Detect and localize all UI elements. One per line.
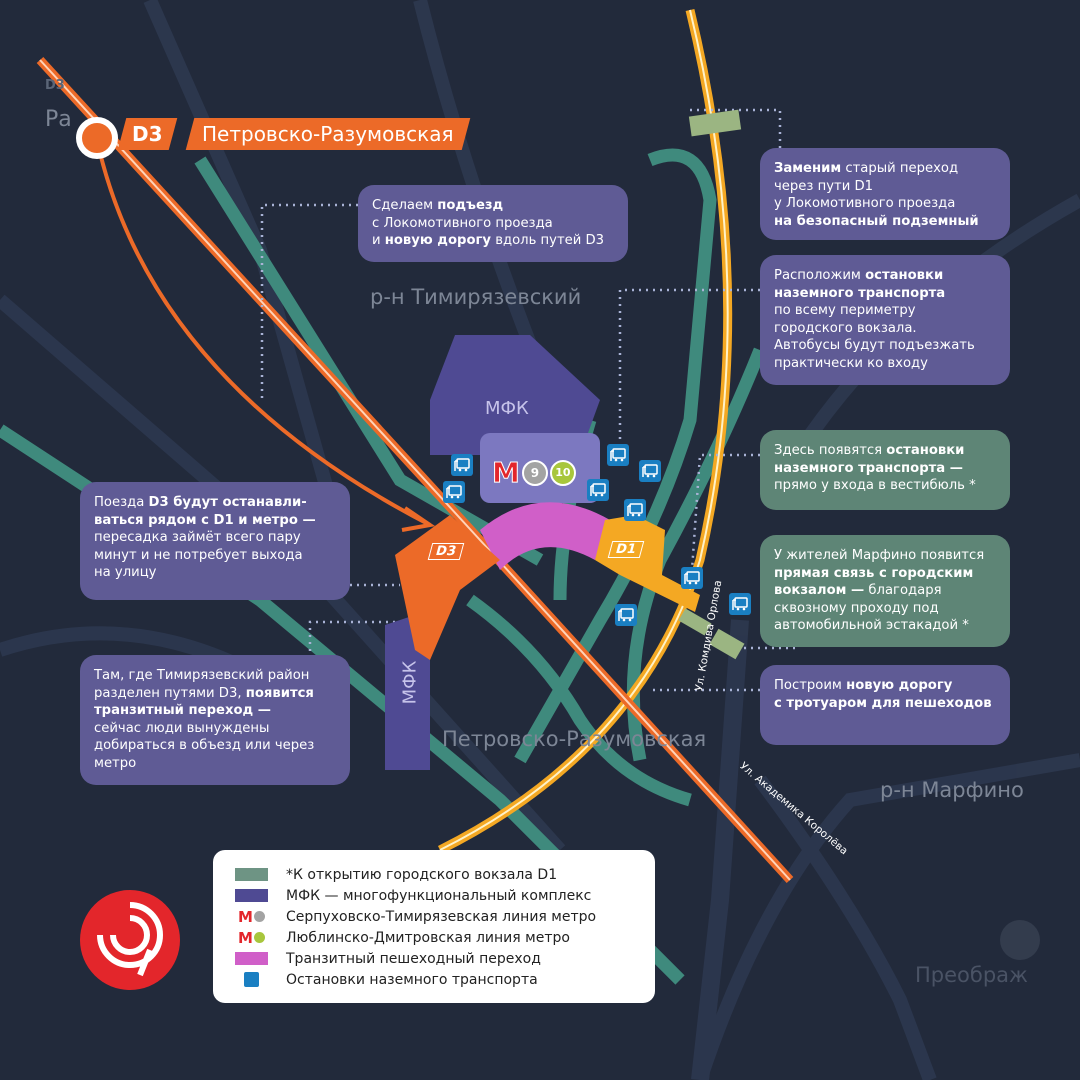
legend-item: Транзитный пешеходный переход xyxy=(235,948,655,969)
legend-swatch xyxy=(235,868,268,881)
legend-label: Остановки наземного транспорта xyxy=(286,971,538,988)
legend-metro-icon: M xyxy=(235,908,268,926)
callout-text-bold: появится транзитный переход — xyxy=(94,685,314,719)
callout-text: прямо у входа в вестибюль * xyxy=(774,478,976,493)
callout-text: старый переход через пути D1 у Локомотив… xyxy=(774,161,959,211)
map-label-ra: Ра xyxy=(45,107,72,132)
moscow-transport-logo-icon xyxy=(97,902,163,977)
legend-label: Транзитный пешеходный переход xyxy=(286,950,541,967)
callout-text: Сделаем xyxy=(372,198,438,213)
metro-station-badge: M 9 10 xyxy=(492,456,576,490)
callout-text: с Локомотивного проезда и xyxy=(372,215,553,249)
mfk-label-top: МФК xyxy=(485,398,529,419)
bus-stop-icon xyxy=(639,460,661,482)
bus-stop-icon xyxy=(607,444,629,466)
bus-stop-icon xyxy=(587,479,609,501)
metro-line-10-icon: 10 xyxy=(549,459,576,486)
map-label-marfino: р-н Марфино xyxy=(880,778,1024,802)
map-label-preobrazh: Преображ xyxy=(915,963,1028,987)
station-label-d3: D3 xyxy=(427,543,465,560)
d3-branch-arrow xyxy=(95,139,431,527)
station-marker-petrovsko xyxy=(76,117,118,159)
callout-text: Поезда xyxy=(94,495,149,510)
callout-text: У жителей Марфино появится xyxy=(774,548,985,563)
bus-stop-icon xyxy=(729,593,751,615)
callout-text-bold: D3 будут останавли- ваться рядом с D1 и … xyxy=(94,495,316,528)
bus-stop-icon xyxy=(681,567,703,589)
callout-transit-crossing: Там, где Тимирязевский район разделен пу… xyxy=(80,655,350,785)
callout-text-bold: новую дорогу xyxy=(384,233,491,248)
station-d3 xyxy=(395,515,500,660)
dotted-connectors xyxy=(260,108,795,692)
legend-item: M Люблинско-Дмитровская линия метро xyxy=(235,927,655,948)
map-label-d3-small: D3 xyxy=(45,78,65,93)
mfk-label-left: МФК xyxy=(399,660,421,705)
legend-label: *К открытию городского вокзала D1 xyxy=(286,866,558,883)
callout-approach: Сделаем подъезд с Локомотивного проезда … xyxy=(358,185,628,262)
line-badge-d3: D3 xyxy=(117,118,177,150)
legend-bus-icon xyxy=(235,972,268,987)
legend-item: M Серпуховско-Тимирязевская линия метро xyxy=(235,906,655,927)
callout-marfino-link: У жителей Марфино появится прямая связь … xyxy=(760,535,1010,647)
callout-text-bold: остановки наземного транспорта xyxy=(774,268,946,301)
callout-text-bold: новую дорогу с тротуаром для пешеходов xyxy=(774,678,992,711)
callout-text: вдоль путей D3 xyxy=(491,233,605,248)
bus-stop-icon xyxy=(443,481,465,503)
legend-metro-icon: M xyxy=(235,929,268,947)
legend-swatch xyxy=(235,952,268,965)
callout-d3-stops: Поезда D3 будут останавли- ваться рядом … xyxy=(80,482,350,600)
callout-text: Здесь появятся xyxy=(774,443,887,458)
callout-text: сейчас люди вынуждены добираться в объез… xyxy=(94,720,315,771)
station-d1 xyxy=(595,515,700,612)
station-label-d1: D1 xyxy=(607,541,645,558)
callout-text: Там, где Тимирязевский район разделен пу… xyxy=(94,668,310,701)
callout-new-road: Построим новую дорогу с тротуаром для пе… xyxy=(760,665,1010,745)
callout-stops-entrance: Здесь появятся остановки наземного транс… xyxy=(760,430,1010,510)
bus-stop-icon xyxy=(624,499,646,521)
callout-text: Расположим xyxy=(774,268,866,283)
callout-text-bold: Заменим xyxy=(774,161,842,176)
legend-label: Серпуховско-Тимирязевская линия метро xyxy=(286,908,597,925)
legend-label: МФК — многофункциональный комплекс xyxy=(286,887,592,904)
map-label-petrovsko: Петровско-Разумовская xyxy=(442,727,707,751)
callout-text: Построим xyxy=(774,678,847,693)
callout-text-bold: прямая связь с городским вокзалом — xyxy=(774,565,974,599)
metro-m-icon: M xyxy=(492,456,521,490)
callout-text-bold: подъезд xyxy=(437,198,504,213)
callout-text: благодаря сквозному проходу под автомоби… xyxy=(774,583,969,633)
legend-item: *К открытию городского вокзала D1 xyxy=(235,864,655,885)
legend-label: Люблинско-Дмитровская линия метро xyxy=(286,929,570,946)
callout-text: по всему периметру городского вокзала. А… xyxy=(774,303,975,371)
graduation-cap-icon xyxy=(1000,920,1040,960)
metro-line-9-icon: 9 xyxy=(521,459,548,486)
underpass-d1 xyxy=(688,109,742,137)
legend-swatch xyxy=(235,889,268,902)
callout-text-bold: остановки наземного транспорта — xyxy=(774,443,965,476)
transit-passage xyxy=(480,502,610,570)
callout-underpass: Заменим старый переход через пути D1 у Л… xyxy=(760,148,1010,240)
legend: *К открытию городского вокзала D1 МФК — м… xyxy=(213,850,655,1003)
mfk-top xyxy=(430,335,600,455)
map-label-timiryazevsky: р-н Тимирязевский xyxy=(370,285,582,309)
legend-item: МФК — многофункциональный комплекс xyxy=(235,885,655,906)
callout-stops-perimeter: Расположим остановки наземного транспорт… xyxy=(760,255,1010,385)
station-title: Петровско-Разумовская xyxy=(185,118,470,150)
callout-text: пересадка займёт всего пару минут и не п… xyxy=(94,530,303,580)
callout-text-bold: на безопасный подземный xyxy=(774,213,979,229)
legend-item: Остановки наземного транспорта xyxy=(235,969,655,990)
bus-stop-icon xyxy=(451,454,473,476)
bus-stop-icon xyxy=(615,604,637,626)
